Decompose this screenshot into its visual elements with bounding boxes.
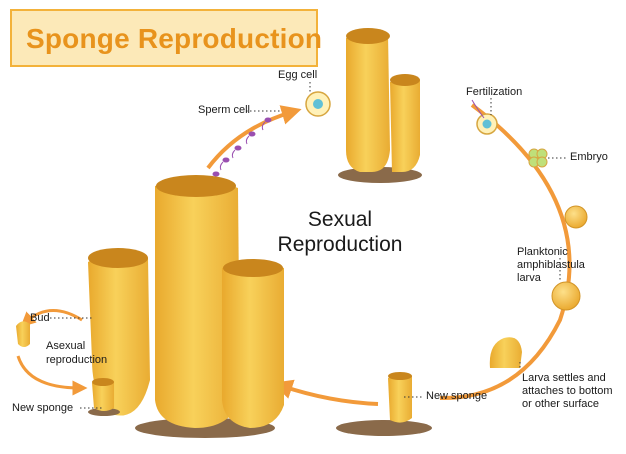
- label-settles-line2: attaches to bottom: [522, 385, 613, 397]
- cycle-arrow-to-parent: [272, 379, 379, 406]
- new-sponge-right: [336, 372, 432, 436]
- parent-sponge: [88, 175, 284, 438]
- settled-larva: [489, 337, 522, 368]
- asexual-arrow-bud: [20, 309, 83, 328]
- embryo: [528, 148, 548, 168]
- morula: [564, 205, 588, 229]
- label-new-sponge-left: New sponge: [12, 402, 74, 414]
- center-title-line1: Sexual: [307, 208, 373, 231]
- top-sponge: [338, 28, 422, 183]
- label-larva-line1: Planktonic: [517, 246, 568, 258]
- label-sperm-cell: Sperm cell: [198, 104, 250, 116]
- sperm-cells: [209, 117, 272, 185]
- label-larva-line2: amphiblastula: [517, 259, 585, 271]
- label-fertilization: Fertilization: [466, 86, 523, 98]
- label-bud: Bud: [30, 312, 50, 324]
- label-asexual-line2: reproduction: [46, 354, 108, 366]
- label-settles-line3: or other surface: [522, 398, 600, 410]
- new-sponge-left: [88, 378, 120, 416]
- label-settles-line1: Larva settles and: [522, 372, 606, 384]
- label-larva-line3: larva: [517, 272, 541, 284]
- label-embryo: Embryo: [570, 151, 608, 163]
- page-title: Sponge Reproduction: [26, 23, 323, 54]
- asexual-arrow-new: [16, 355, 88, 396]
- cycle-arrow-to-egg: [206, 105, 302, 170]
- label-new-sponge-right: New sponge: [426, 390, 488, 402]
- center-title-line2: Reproduction: [277, 233, 403, 256]
- bud: [16, 321, 30, 347]
- egg-cell: [305, 91, 331, 117]
- label-asexual-line1: Asexual: [46, 340, 86, 352]
- amphiblastula-larva: [551, 281, 581, 311]
- title-box: Sponge Reproduction: [10, 9, 322, 67]
- fertilized-egg: [471, 99, 498, 135]
- center-title: Sexual Reproduction: [265, 207, 415, 257]
- label-egg-cell: Egg cell: [278, 69, 318, 81]
- leader-lines: [50, 82, 568, 409]
